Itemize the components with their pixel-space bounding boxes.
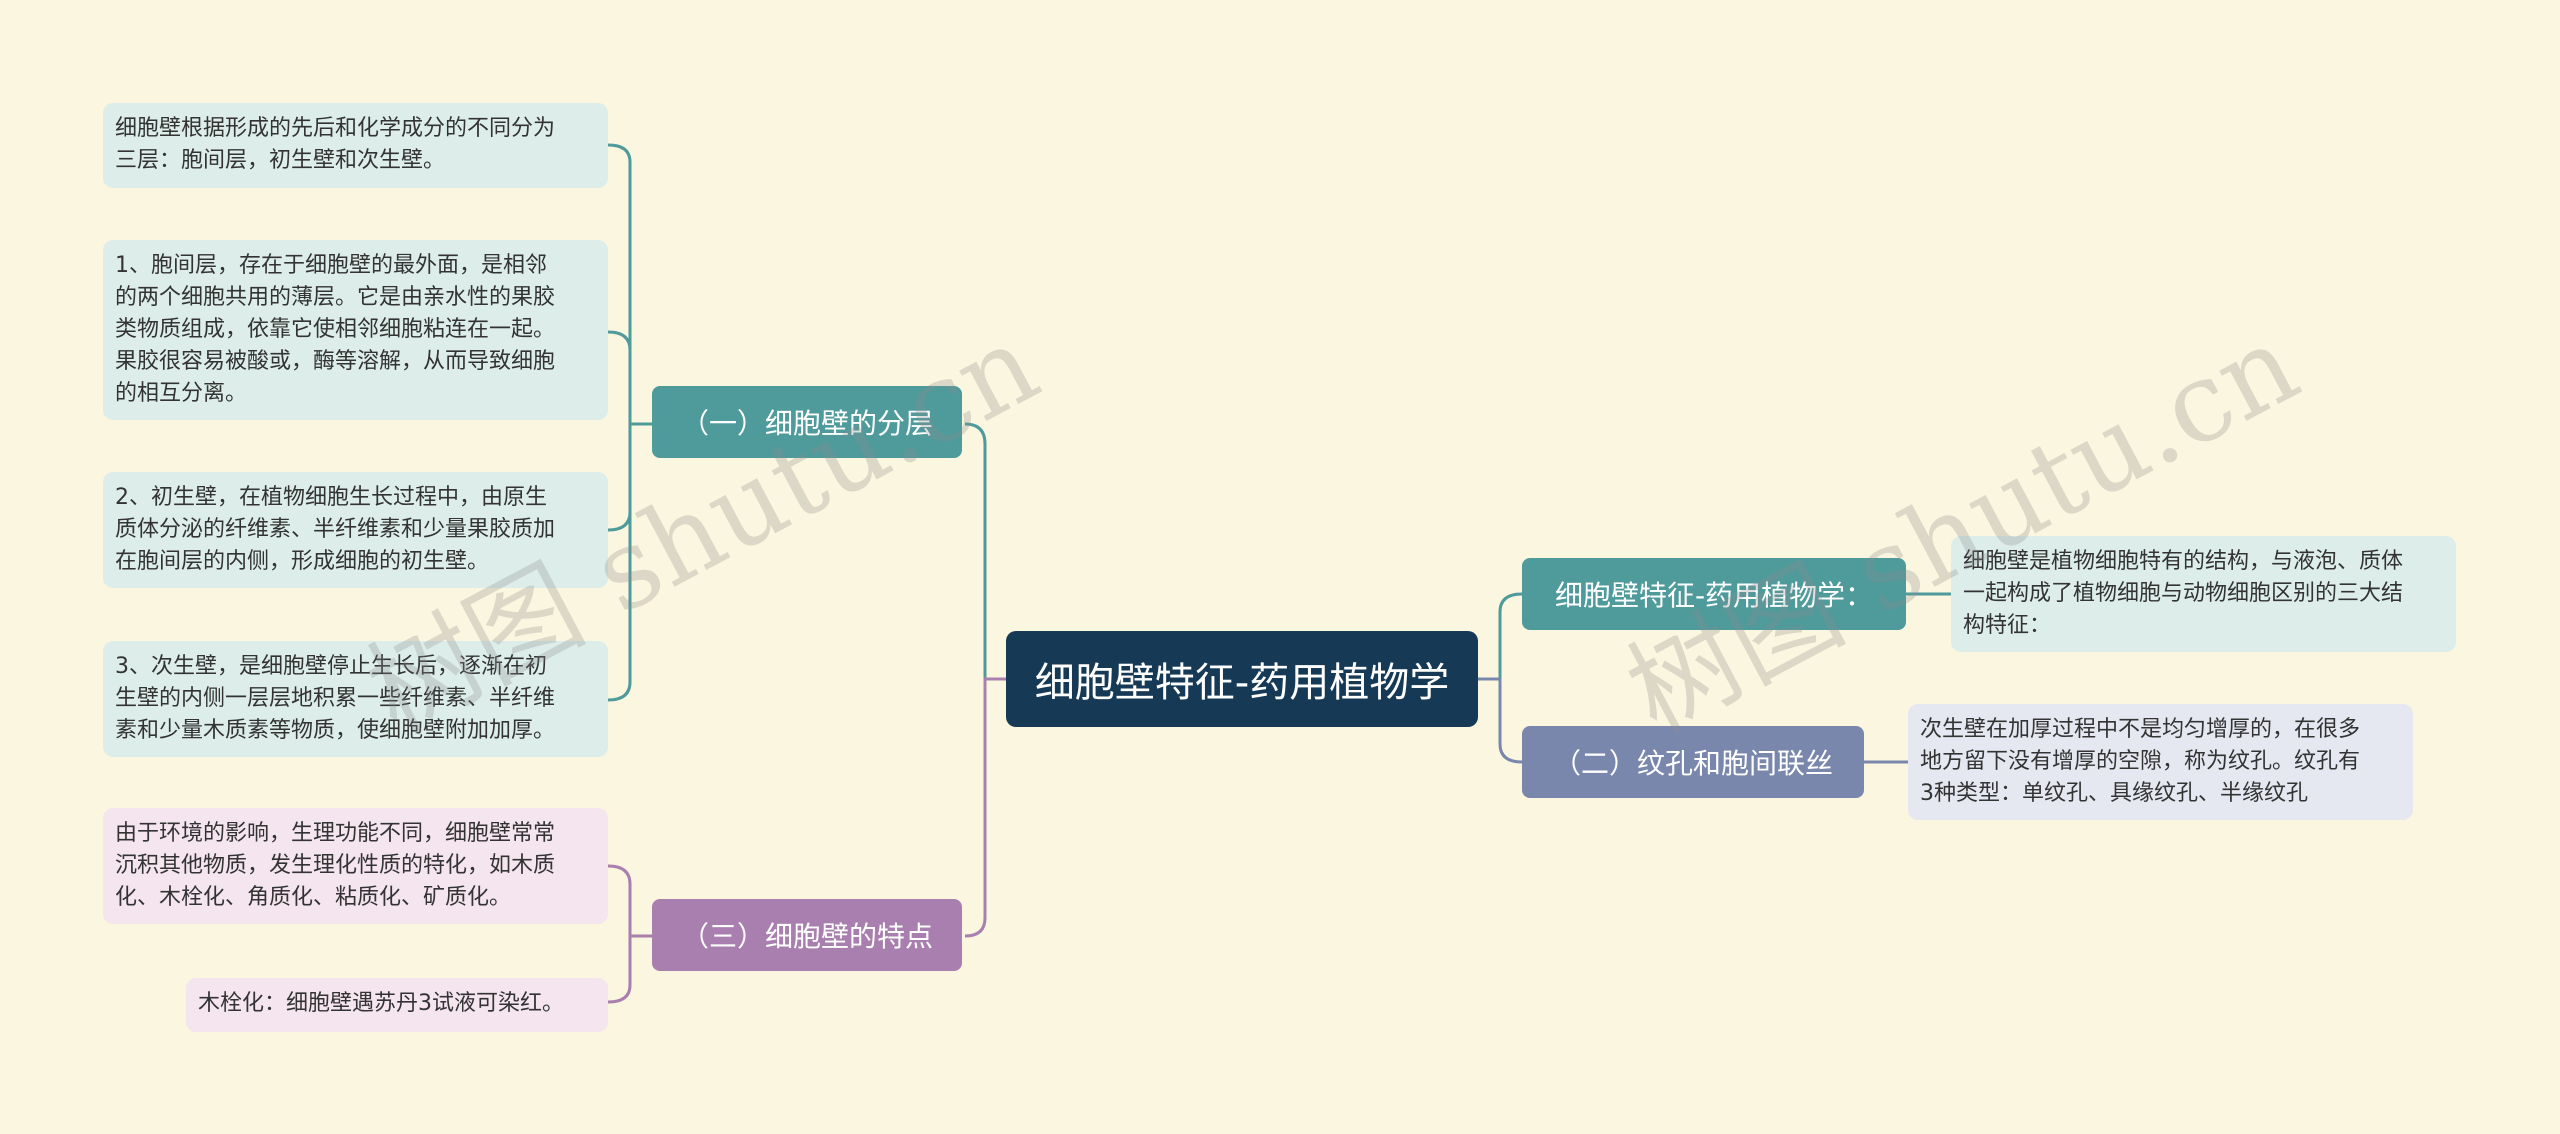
branch-cell-wall-features[interactable]: （三）细胞壁的特点 (652, 899, 962, 971)
link-root-features (964, 677, 1006, 938)
leaf-pits-detail[interactable]: 次生壁在加厚过程中不是均匀增厚的，在很多 地方留下没有增厚的空隙，称为纹孔。纹孔… (1908, 704, 2413, 820)
leaf-secondary-wall[interactable]: 3、次生壁，是细胞壁停止生长后，逐渐在初 生壁的内侧一层层地积累一些纤维素、半纤… (103, 641, 608, 757)
leaf-middle-lamella[interactable]: 1、胞间层，存在于细胞壁的最外面，是相邻 的两个细胞共用的薄层。它是由亲水性的果… (103, 240, 608, 420)
link-layers-3 (607, 422, 652, 702)
leaf-primary-wall[interactable]: 2、初生壁，在植物细胞生长过程中，由原生 质体分泌的纤维素、半纤维素和少量果胶质… (103, 472, 608, 588)
branch-cell-wall-layers[interactable]: （一）细胞壁的分层 (652, 386, 962, 458)
leaf-layers-overview[interactable]: 细胞壁根据形成的先后和化学成分的不同分为 三层：胞间层，初生壁和次生壁。 (103, 103, 608, 188)
link-root-pits (1478, 677, 1523, 764)
leaf-intro-detail[interactable]: 细胞壁是植物细胞特有的结构，与液泡、质体 一起构成了植物细胞与动物细胞区别的三大… (1951, 536, 2456, 652)
link-features-0 (607, 864, 652, 938)
link-layers-0 (607, 143, 652, 426)
branch-intro[interactable]: 细胞壁特征-药用植物学： (1522, 558, 1906, 630)
leaf-wall-modification[interactable]: 由于环境的影响，生理功能不同，细胞壁常常 沉积其他物质，发生理化性质的特化，如木… (103, 808, 608, 924)
link-layers-1 (607, 330, 652, 426)
link-root-layers (964, 422, 1006, 681)
link-root-intro (1478, 592, 1523, 681)
root-topic[interactable]: 细胞壁特征-药用植物学 (1006, 631, 1478, 727)
branch-pits-plasmodesmata[interactable]: （二）纹孔和胞间联丝 (1522, 726, 1864, 798)
leaf-suberization[interactable]: 木栓化：细胞壁遇苏丹3试液可染红。 (186, 978, 608, 1032)
link-features-1 (607, 934, 652, 1004)
